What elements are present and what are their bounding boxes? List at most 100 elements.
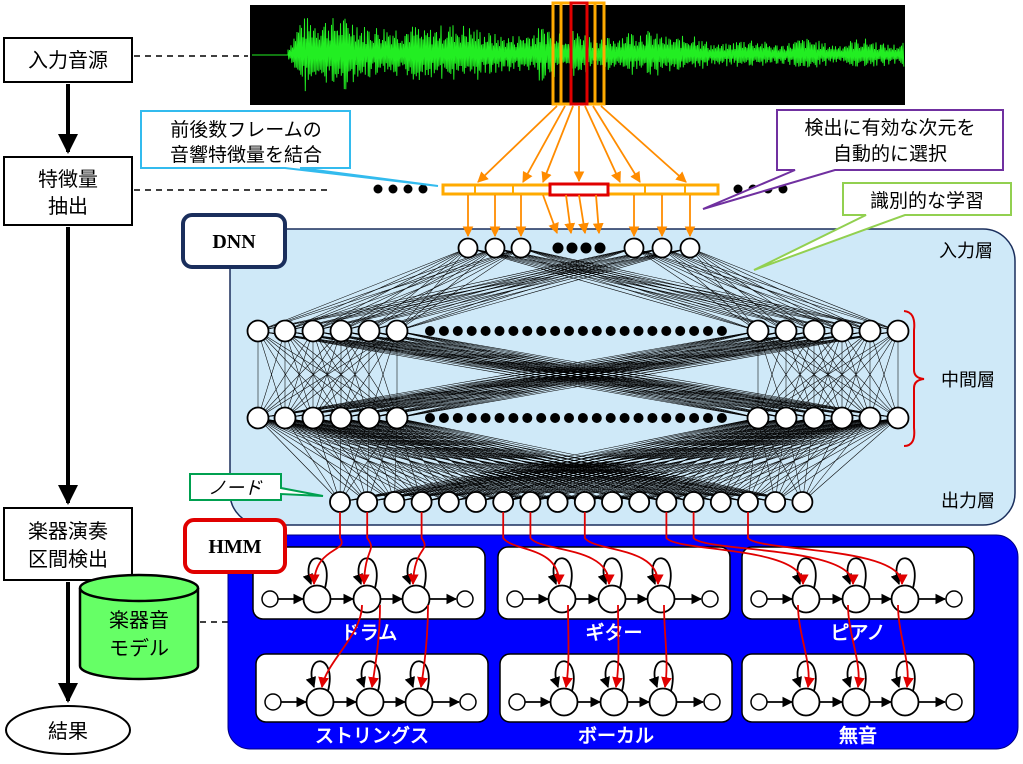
callout-discriminative: 識別的な学習 bbox=[753, 182, 1012, 271]
ellipsis-dot bbox=[594, 242, 606, 254]
model-label-2: モデル bbox=[109, 636, 169, 660]
ellipsis-dot bbox=[452, 326, 463, 336]
ellipsis-dot bbox=[675, 326, 686, 336]
dnn-edge bbox=[396, 247, 691, 332]
ellipsis-dot bbox=[425, 413, 435, 423]
ellipsis-dot bbox=[466, 326, 477, 336]
dnn-title: DNN bbox=[212, 231, 256, 253]
dnn-connections bbox=[257, 247, 899, 503]
dnn-node bbox=[510, 237, 532, 259]
ellipsis-dot bbox=[619, 326, 630, 336]
dnn-node bbox=[356, 491, 379, 513]
hmm-state bbox=[401, 584, 431, 614]
ellipsis-dot bbox=[577, 326, 588, 336]
dnn-edge bbox=[257, 330, 787, 419]
dnn-node bbox=[357, 319, 381, 343]
hmm-panel: ドラムギターピアノストリングスボーカル無音 HMM bbox=[183, 518, 1019, 750]
dnn-edge bbox=[757, 417, 776, 503]
dnn-node bbox=[357, 406, 381, 430]
dnn-node bbox=[465, 491, 487, 513]
dnn-edge bbox=[757, 330, 843, 419]
dnn-edge bbox=[257, 330, 342, 419]
dnn-edge bbox=[339, 417, 370, 503]
dnn-node bbox=[764, 491, 787, 513]
ellipsis-dot bbox=[703, 413, 713, 423]
hmm-state bbox=[355, 687, 385, 717]
dnn-node bbox=[519, 491, 542, 513]
output-arrow bbox=[897, 604, 914, 689]
hmm-self-loop bbox=[791, 660, 817, 692]
ellipsis-dot bbox=[480, 413, 491, 423]
dnn-node bbox=[246, 406, 270, 430]
hmm-self-loop bbox=[302, 557, 328, 589]
hmm-model-3: ストリングス bbox=[255, 653, 489, 747]
dnn-edge bbox=[448, 417, 899, 503]
dnn-edge bbox=[747, 417, 899, 503]
dnn-edge bbox=[368, 417, 449, 503]
callout-discriminative-label: 識別的な学習 bbox=[870, 190, 984, 212]
dnn-edge bbox=[813, 330, 899, 419]
dnn-node bbox=[791, 491, 814, 513]
dnn-edge bbox=[396, 417, 776, 503]
callout-combine-frames: 前後数フレームの 音響特徴量を結合 bbox=[140, 110, 439, 187]
dnn-edge bbox=[689, 247, 787, 332]
dnn-edge bbox=[869, 330, 899, 419]
dnn-edge bbox=[312, 417, 395, 503]
ellipsis-dot bbox=[605, 326, 616, 336]
hmm-start-state bbox=[508, 693, 526, 711]
hmm-state bbox=[791, 687, 821, 717]
dnn-edge bbox=[774, 417, 787, 503]
ellipsis-dot bbox=[480, 326, 491, 336]
dnn-edge bbox=[421, 417, 899, 503]
dnn-edge bbox=[257, 417, 341, 503]
dnn-edge bbox=[396, 417, 803, 503]
dnn-edge bbox=[366, 417, 398, 503]
dnn-node bbox=[709, 491, 732, 513]
hmm-self-loop bbox=[404, 660, 430, 692]
dnn-edge bbox=[396, 417, 721, 503]
dnn-node bbox=[329, 491, 351, 513]
dnn-edge bbox=[368, 417, 422, 503]
output-arrow bbox=[417, 604, 429, 689]
hmm-model-label: ギター bbox=[585, 622, 642, 644]
hmm-state bbox=[352, 584, 382, 614]
hmm-state bbox=[305, 687, 335, 717]
ellipsis-dot bbox=[633, 413, 644, 423]
feature-extraction-label-2: 抽出 bbox=[48, 194, 88, 218]
dnn-edge bbox=[340, 417, 368, 503]
dnn-panel: DNN 入力層 中間層 出力層 bbox=[181, 213, 1016, 526]
dnn-edge bbox=[396, 417, 450, 503]
hmm-state bbox=[302, 584, 332, 614]
dnn-node bbox=[737, 491, 759, 513]
output-arrow bbox=[358, 512, 372, 586]
dnn-edge bbox=[785, 417, 803, 503]
output-to-hmm-arrows bbox=[308, 512, 914, 689]
dnn-edge bbox=[611, 417, 899, 503]
dnn-edge bbox=[394, 417, 398, 503]
dnn-edge bbox=[757, 330, 871, 419]
dnn-edge bbox=[257, 330, 314, 419]
ellipsis-dot bbox=[550, 326, 561, 336]
dnn-edge bbox=[312, 417, 422, 503]
dnn-edge bbox=[339, 417, 815, 503]
flow-column: 入力音源 特徴量 抽出 楽器演奏 区間検出 結果 楽器音 モデル bbox=[3, 37, 330, 755]
output-arrow bbox=[847, 604, 865, 689]
dnn-edge bbox=[757, 330, 899, 419]
hmm-end-state bbox=[703, 693, 721, 711]
hmm-end-state bbox=[945, 590, 963, 608]
hmm-state bbox=[547, 584, 577, 614]
ellipsis-dot bbox=[577, 413, 588, 423]
hmm-self-loop bbox=[890, 557, 916, 589]
dnn-edge bbox=[339, 417, 787, 503]
dnn-edge bbox=[257, 330, 871, 419]
hidden-layer-bracket bbox=[903, 310, 925, 447]
waveform-panel bbox=[250, 1, 905, 106]
dnn-edge bbox=[639, 417, 899, 503]
dnn-edge bbox=[284, 330, 314, 419]
dnn-ellipsis bbox=[425, 242, 727, 423]
dnn-edge bbox=[312, 330, 398, 419]
dnn-node bbox=[246, 319, 270, 343]
dnn-edge bbox=[396, 417, 694, 503]
dnn-edge bbox=[689, 247, 815, 332]
